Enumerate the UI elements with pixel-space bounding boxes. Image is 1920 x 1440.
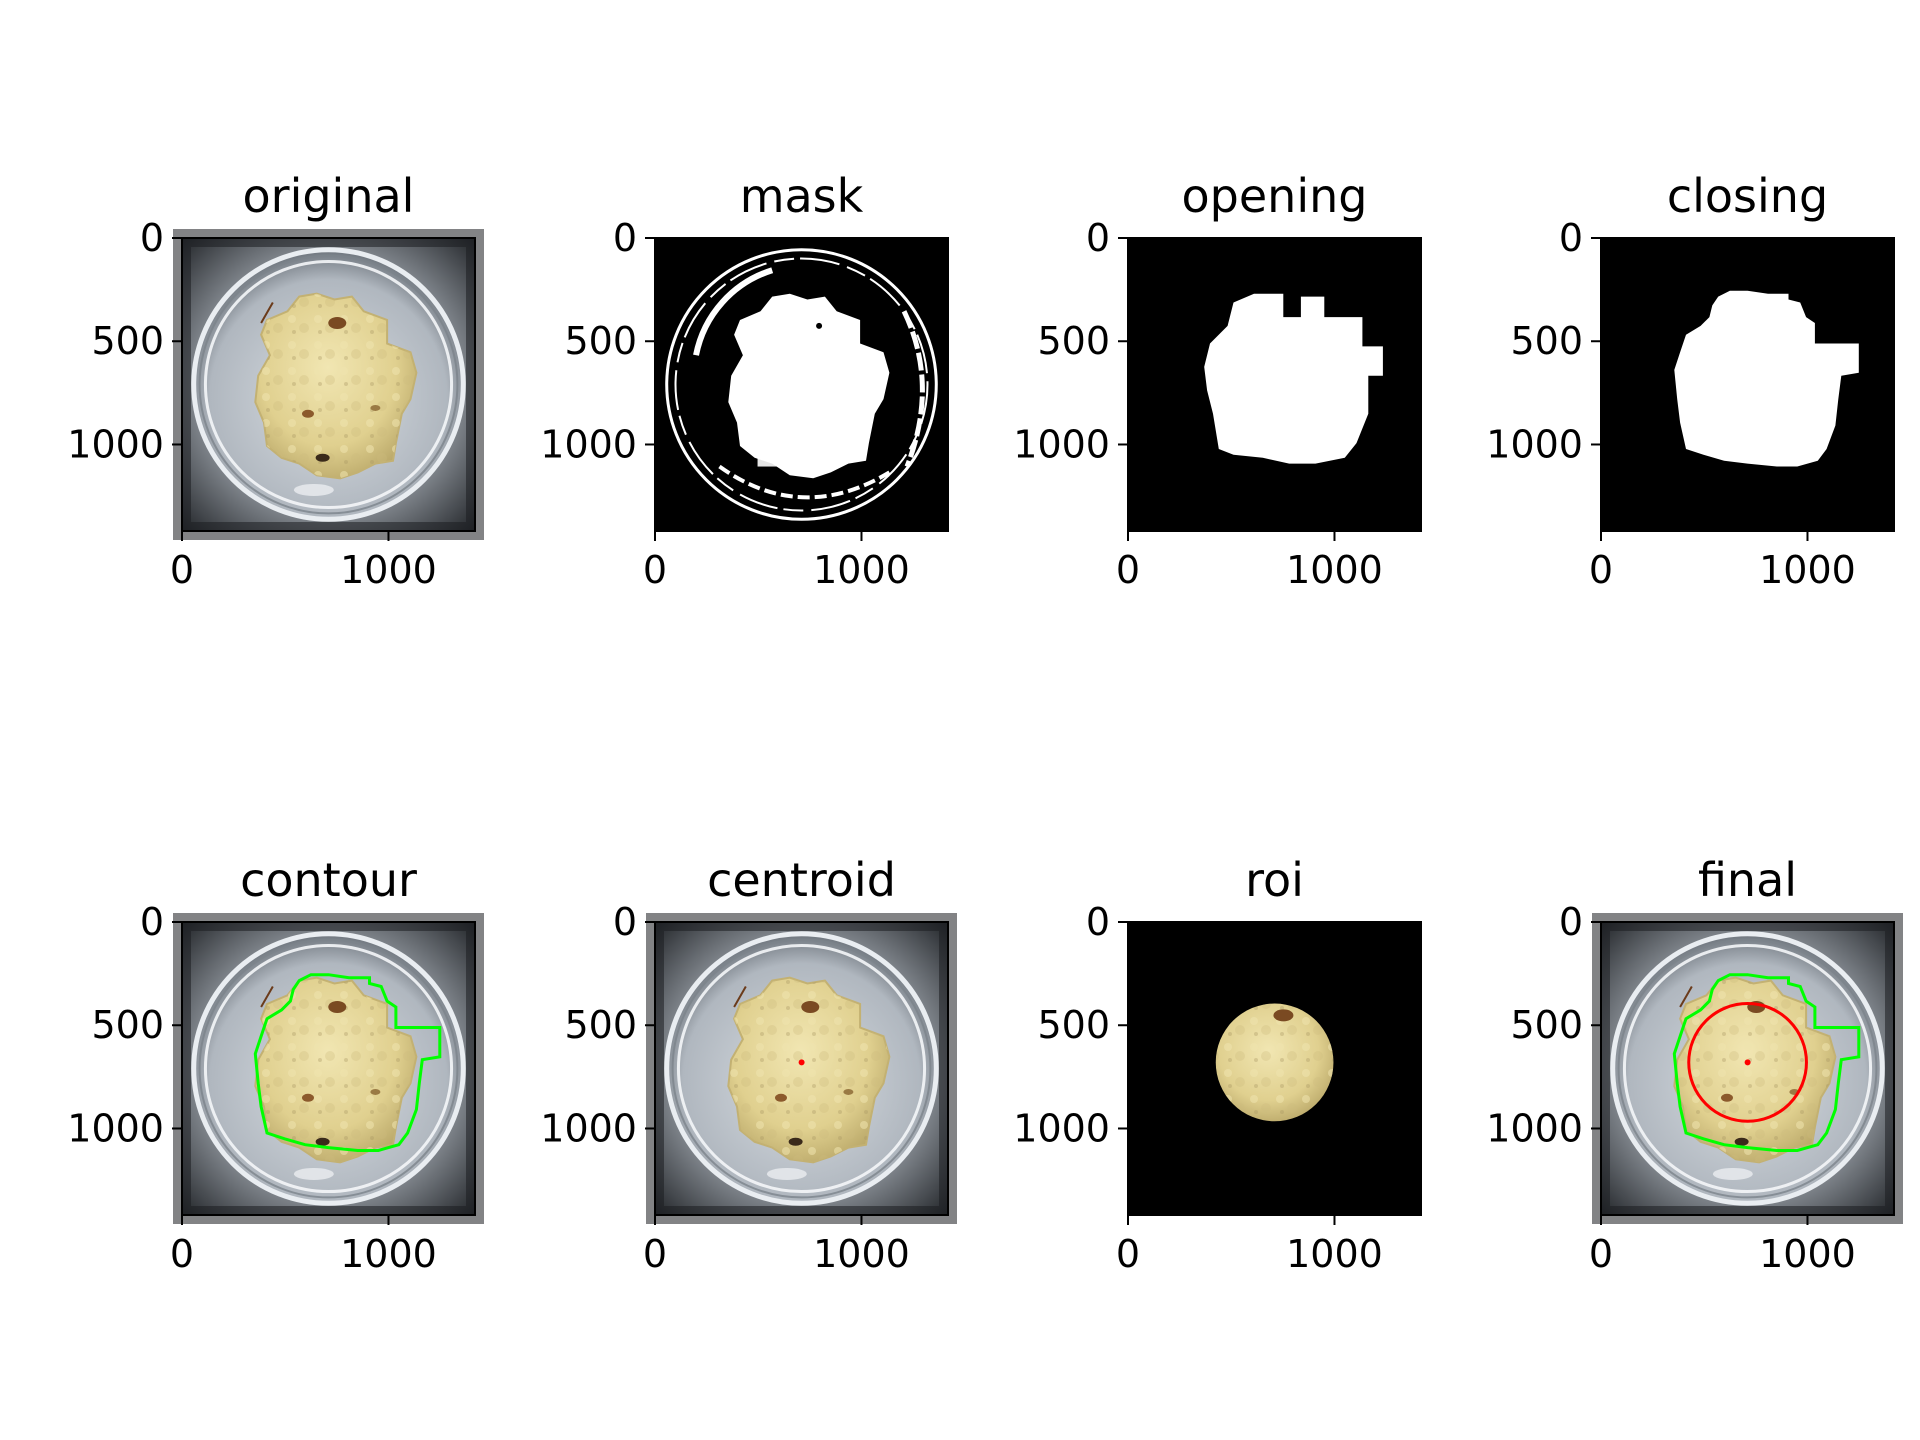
y-tick-label: 500 <box>91 319 164 363</box>
x-tick-label: 1000 <box>813 548 910 592</box>
axes-frame <box>654 237 949 532</box>
x-tick-label: 1000 <box>1286 548 1383 592</box>
y-tick-label: 500 <box>1037 319 1110 363</box>
y-tick-label: 0 <box>613 216 637 260</box>
x-tick-label: 1000 <box>1286 1232 1383 1276</box>
axes-frame <box>654 921 949 1216</box>
y-tick-label: 0 <box>140 216 164 260</box>
x-tick-label: 0 <box>1589 1232 1613 1276</box>
panel-mask: mask 0 1000 0 500 1000 <box>540 169 949 592</box>
y-tick-label: 1000 <box>67 1106 164 1150</box>
x-tick-label: 0 <box>170 1232 194 1276</box>
petri-dish-photo <box>173 229 484 540</box>
y-tick-label: 1000 <box>540 422 637 466</box>
y-tick-label: 0 <box>613 900 637 944</box>
x-tick-label: 1000 <box>340 548 437 592</box>
axes-frame <box>1600 921 1895 1216</box>
x-tick-label: 0 <box>170 548 194 592</box>
panel-closing: closing 0 1000 0 500 1000 <box>1486 169 1895 592</box>
contour-line <box>1672 973 1861 1152</box>
panel-title: closing <box>1667 169 1828 223</box>
y-tick-label: 1000 <box>67 422 164 466</box>
y-tick-label: 0 <box>1086 900 1110 944</box>
panel-title: mask <box>740 169 864 223</box>
panel-title: opening <box>1182 169 1368 223</box>
y-tick-label: 500 <box>564 319 637 363</box>
y-tick-label: 0 <box>1559 900 1583 944</box>
x-tick-label: 0 <box>1116 1232 1140 1276</box>
x-tick-label: 0 <box>1589 548 1613 592</box>
y-tick-label: 1000 <box>1013 1106 1110 1150</box>
centroid-marker <box>1744 1059 1751 1066</box>
centroid-marker <box>798 1059 805 1066</box>
x-tick-label: 1000 <box>1759 548 1856 592</box>
axes-frame <box>181 921 476 1216</box>
axes-frame <box>181 237 476 532</box>
panel-opening: opening 0 1000 0 500 1000 <box>1013 169 1422 592</box>
x-tick-label: 0 <box>1116 548 1140 592</box>
photo-with-contour-and-roi-circle <box>1592 913 1903 1224</box>
panel-title: final <box>1698 853 1797 907</box>
y-tick-label: 1000 <box>1486 422 1583 466</box>
y-tick-label: 500 <box>91 1003 164 1047</box>
panel-title: original <box>243 169 415 223</box>
y-tick-label: 1000 <box>540 1106 637 1150</box>
petri-dish-photo-with-contour <box>173 913 484 1224</box>
y-tick-label: 500 <box>1037 1003 1110 1047</box>
y-tick-label: 500 <box>1510 1003 1583 1047</box>
circular-roi-crop <box>1128 922 1421 1215</box>
panel-original: original 0 1000 0 500 1000 <box>67 169 484 592</box>
axes-frame <box>1600 237 1895 532</box>
y-tick-label: 0 <box>140 900 164 944</box>
y-tick-label: 0 <box>1086 216 1110 260</box>
panel-title: centroid <box>707 853 896 907</box>
axes-frame <box>1127 237 1422 532</box>
panel-title: contour <box>240 853 417 907</box>
y-tick-label: 1000 <box>1013 422 1110 466</box>
panel-centroid: centroid 0 1000 0 500 1000 <box>540 853 957 1276</box>
y-tick-label: 1000 <box>1486 1106 1583 1150</box>
binary-threshold-mask <box>655 238 948 531</box>
morphological-closing <box>1601 238 1894 531</box>
x-tick-label: 1000 <box>1759 1232 1856 1276</box>
y-tick-label: 500 <box>564 1003 637 1047</box>
x-tick-label: 1000 <box>813 1232 910 1276</box>
x-tick-label: 0 <box>643 548 667 592</box>
y-tick-label: 0 <box>1559 216 1583 260</box>
panel-roi: roi 0 1000 0 500 1000 <box>1013 853 1422 1276</box>
petri-dish-photo-with-centroid <box>646 913 957 1224</box>
roi-circle <box>1687 1002 1808 1123</box>
y-tick-label: 500 <box>1510 319 1583 363</box>
panel-contour: contour 0 1000 0 500 1000 <box>67 853 484 1276</box>
x-tick-label: 0 <box>643 1232 667 1276</box>
morphological-opening <box>1128 238 1421 531</box>
contour-line <box>253 973 442 1152</box>
panel-title: roi <box>1245 853 1304 907</box>
x-tick-label: 1000 <box>340 1232 437 1276</box>
axes-frame <box>1127 921 1422 1216</box>
panel-final: final 0 1000 0 500 1000 <box>1486 853 1903 1276</box>
